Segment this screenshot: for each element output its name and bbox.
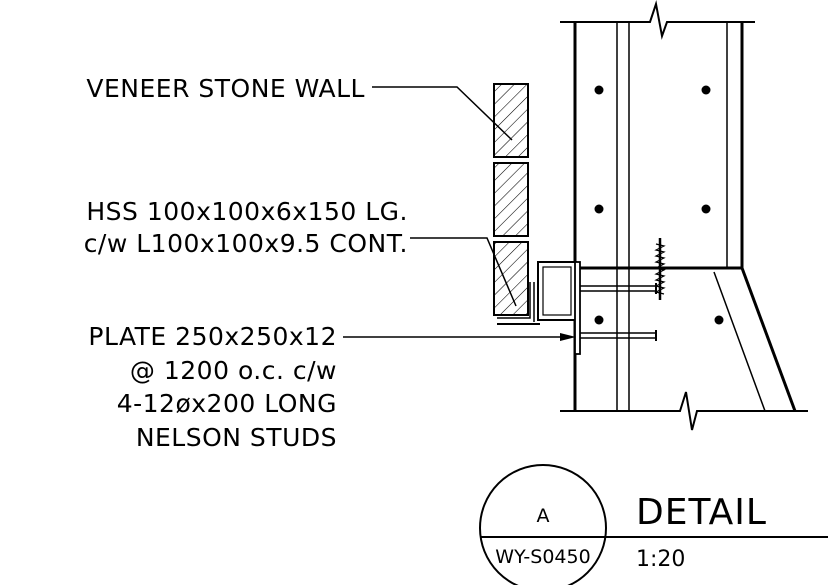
note-hss-line2: c/w L100x100x9.5 CONT. bbox=[84, 229, 408, 258]
note-plate-line2: @ 1200 o.c. c/w bbox=[130, 356, 337, 385]
sheet-number: WY-S0450 bbox=[495, 546, 590, 568]
note-plate-line4: NELSON STUDS bbox=[136, 423, 337, 452]
veneer-stone-wall bbox=[493, 83, 529, 316]
leader-lines bbox=[343, 86, 576, 341]
concrete-wall bbox=[560, 0, 808, 431]
detail-title: DETAIL bbox=[636, 492, 767, 533]
dowel-bar bbox=[654, 238, 666, 300]
detail-title-block: A WY-S0450 DETAIL 1:20 bbox=[479, 464, 828, 585]
note-veneer: VENEER STONE WALL bbox=[86, 74, 365, 103]
detail-id: A bbox=[537, 505, 550, 527]
rebar-dots bbox=[594, 85, 724, 325]
note-plate-line1: PLATE 250x250x12 bbox=[88, 322, 337, 351]
note-hss-line1: HSS 100x100x6x150 LG. bbox=[86, 197, 408, 226]
annotations: VENEER STONE WALL HSS 100x100x6x150 LG. … bbox=[84, 74, 408, 452]
detail-scale: 1:20 bbox=[636, 547, 685, 572]
note-plate-line3: 4-12øx200 LONG bbox=[117, 389, 337, 418]
hss-connection bbox=[497, 261, 657, 355]
